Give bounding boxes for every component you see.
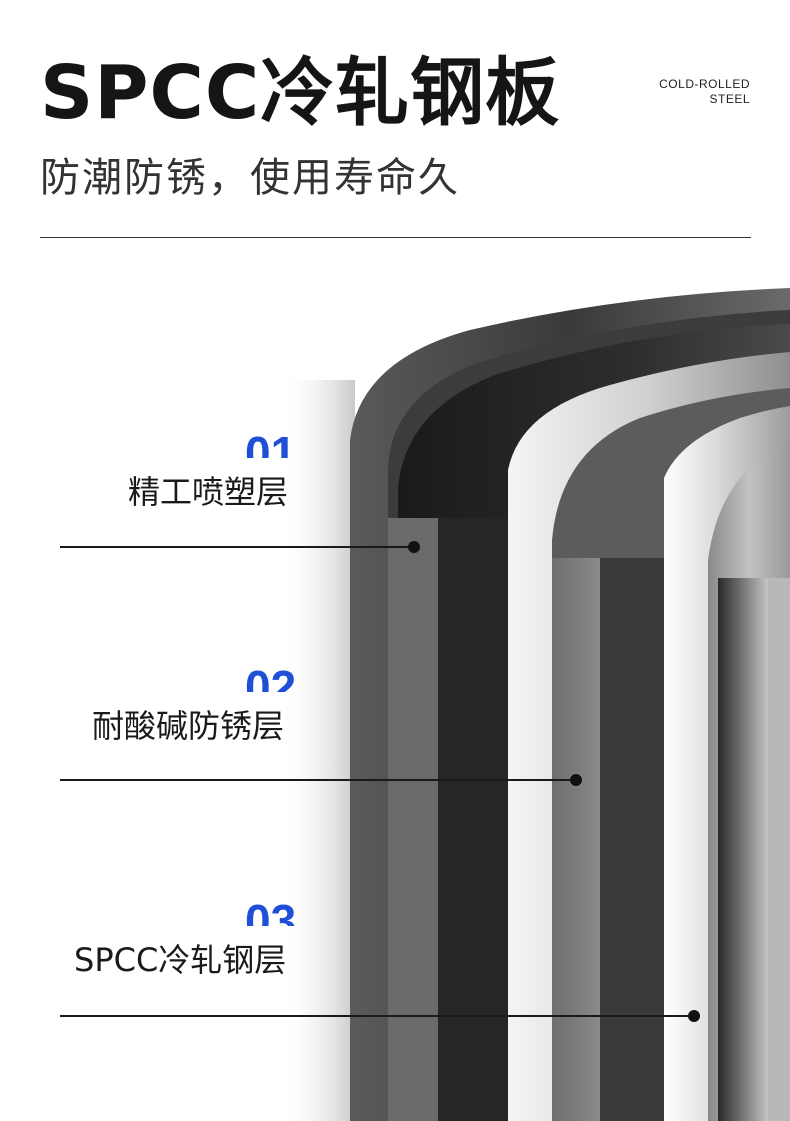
- page-title: SPCC冷轧钢板: [40, 50, 561, 136]
- layer-number-2: 02: [245, 664, 297, 692]
- material-tag-line2: STEEL: [709, 92, 750, 106]
- layer-label-1: 精工喷塑层: [128, 473, 289, 511]
- page-subtitle: 防潮防锈，使用寿命久: [40, 155, 460, 201]
- material-tag-line1: COLD-ROLLED: [659, 77, 750, 91]
- leader-line-1: [60, 546, 410, 548]
- layer-number-3: 03: [245, 898, 297, 926]
- layer-number-1: 01: [245, 430, 297, 458]
- layer-label-2: 耐酸碱防锈层: [92, 707, 285, 745]
- leader-line-2: [60, 779, 570, 781]
- layer-label-3: SPCC冷轧钢层: [74, 941, 287, 979]
- layer-marker-2: [570, 774, 582, 786]
- leader-line-3: [60, 1015, 688, 1017]
- header-divider: [40, 237, 751, 238]
- layer-marker-3: [688, 1010, 700, 1022]
- material-tag: COLD-ROLLED STEEL: [659, 77, 750, 107]
- layer-marker-1: [408, 541, 420, 553]
